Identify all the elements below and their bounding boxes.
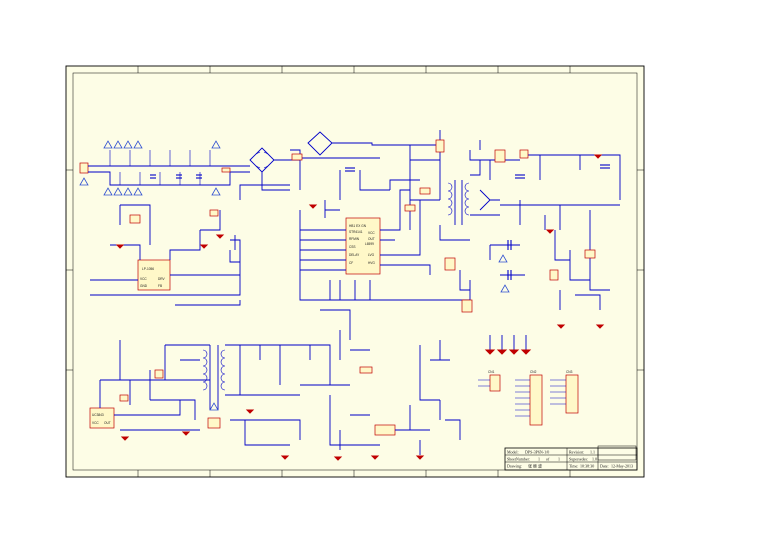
pfc-stage — [290, 130, 445, 200]
cn1-label: CN1 — [488, 370, 495, 374]
indicator-row — [484, 335, 532, 355]
bridge-rectifier — [249, 147, 300, 191]
pfc-ic-pin-fb: FB — [158, 284, 162, 288]
ground-symbols — [115, 154, 605, 461]
pwm-ic-pin-hvg: HVG — [368, 261, 375, 265]
pwm-ic-pin-lvg: LVG — [368, 253, 375, 257]
revision-label: Revision: — [569, 450, 584, 455]
drawing-label: Drawing: — [507, 464, 522, 469]
aux-controller-block: LP-1056 VCC DRV GND FB — [90, 184, 290, 306]
inner-border — [72, 72, 638, 471]
aux-ic-part: UC3843 — [92, 413, 104, 417]
cn3-label: CN3 — [566, 370, 573, 374]
aux-ic-pin-vcc: VCC — [92, 421, 99, 425]
sheet-number-label: SheetNumber: — [507, 457, 530, 462]
aux-ic-pin-out: OUT — [104, 421, 111, 425]
cn2-label: CN2 — [530, 370, 537, 374]
pwm-ic-label-0: HB1 EX GN — [349, 224, 367, 228]
half-bridge-transformer — [404, 145, 500, 241]
pfc-ic-part: LP-1056 — [142, 267, 154, 271]
pwm-ic-pin-vcc: VCC — [368, 231, 375, 235]
time-label: Time: — [569, 464, 578, 469]
filter-caps — [150, 174, 202, 179]
pfc-ic-pin-gnd: GND — [140, 284, 148, 288]
output-connectors: CN1 CN2 CN3 — [478, 370, 579, 426]
input-connector — [79, 162, 89, 174]
pwm-ic-pin-rfmin: RFMIN — [349, 237, 360, 241]
pfc-ic-pin-drv: DRV — [158, 277, 166, 281]
sheet-of-label: of — [546, 457, 550, 462]
aux-pwm-ic — [89, 407, 115, 429]
border-ticks — [66, 66, 644, 477]
pfc-ic-pin-vcc: VCC — [140, 277, 147, 281]
date-value: 12-May-2013 — [611, 464, 633, 469]
input-warning-symbols — [79, 140, 221, 196]
input-filter-section — [79, 140, 300, 196]
time-value: 10:38:30 — [580, 464, 594, 469]
sheet-total-value: 1 — [558, 457, 560, 462]
model-label: Model: — [507, 450, 519, 455]
pwm-ic-pin-cf: CF — [349, 261, 353, 265]
sheet-number-value: 1 — [538, 457, 540, 462]
drawing-value: 张 继 波 — [528, 463, 542, 469]
standby-regulator-section — [300, 309, 461, 455]
output-rectifier-main — [469, 140, 621, 310]
model-value: DPS-3P6N-1/0 — [525, 450, 549, 455]
connector-cn3 — [565, 374, 579, 414]
supersedes-value: 1.0 — [592, 457, 597, 462]
date-label: Date: — [600, 464, 609, 469]
connector-cn2 — [529, 374, 543, 426]
pfc-controller-ic — [137, 259, 171, 291]
pwm-ic-pin-css: CSS — [349, 245, 356, 249]
pwm-ic-part: L6599 — [365, 242, 374, 246]
resonant-controller-block: HB1 EX GN STR4141 L6599 RFMIN CSS DELAY … — [299, 179, 473, 313]
pwm-controller-ic — [345, 217, 381, 275]
standby-feedback — [489, 240, 525, 293]
pwm-ic-pin-out: OUT — [368, 237, 375, 241]
pwm-ic-pin-delay: DELAY — [349, 253, 360, 257]
pwm-ic-label-1: STR4141 — [349, 230, 363, 234]
supersedes-label: Supersedes: — [569, 457, 588, 462]
revision-value: 1.1 — [590, 450, 595, 455]
aux-supply-section: UC3843 VCC OUT — [89, 340, 301, 446]
connector-cn1 — [489, 374, 501, 392]
title-block: Model: DPS-3P6N-1/0 Revision: 1.1 SheetN… — [504, 445, 638, 471]
